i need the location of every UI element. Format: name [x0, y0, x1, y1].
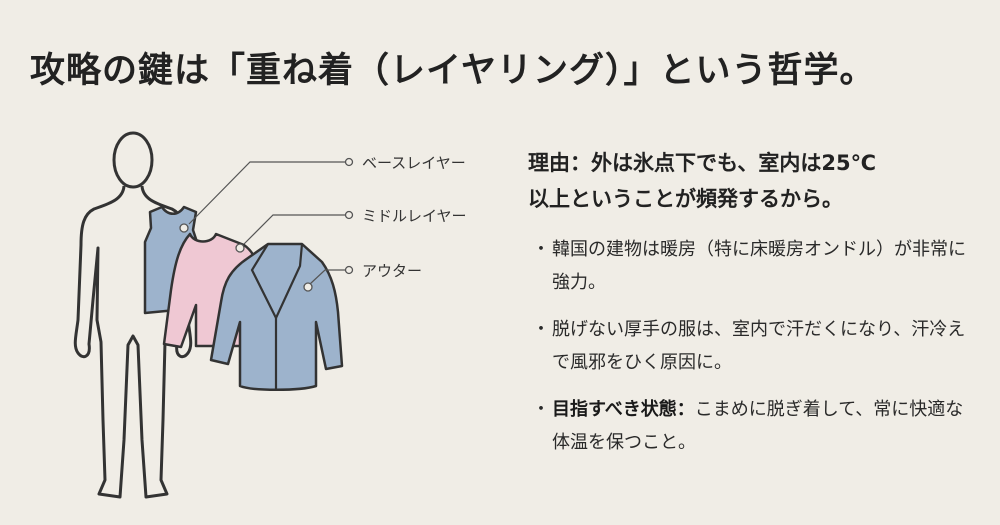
page-title: 攻略の鍵は「重ね着（レイヤリング）」という哲学。: [30, 50, 876, 91]
bullet-text: 韓国の建物は暖房（特に床暖房オンドル）が非常に強力。: [552, 239, 966, 293]
leader-lines: [188, 161, 345, 285]
label-outer: アウター: [362, 262, 423, 280]
label-middle-layer: ミドルレイヤー: [362, 207, 467, 225]
bullet-marker: ・: [532, 399, 550, 420]
bullet-text: 脱げない厚手の服は、室内で汗だくになり、汗冷えで風邪をひく原因に。: [552, 319, 966, 373]
bullet-item: ・脱げない厚手の服は、室内で汗だくになり、汗冷えで風邪をひく原因に。: [530, 313, 970, 379]
reason-heading: 理由：外は氷点下でも、室内は25℃ 以上ということが頻発するから。: [528, 145, 978, 217]
reason-line-1: 理由：外は氷点下でも、室内は25℃: [528, 151, 877, 175]
reason-line-2: 以上ということが頻発するから。: [528, 187, 843, 211]
label-anchor-icons: [179, 157, 354, 292]
bullet-marker: ・: [532, 319, 550, 340]
bullet-text: こまめに脱ぎ着して、常に快適な体温を保つこと。: [552, 399, 964, 453]
bullet-bold-lead: 目指すべき状態：: [552, 399, 695, 420]
label-base-layer: ベースレイヤー: [362, 154, 466, 172]
coat-lapels: [250, 243, 304, 389]
bullet-item: ・目指すべき状態：こまめに脱ぎ着して、常に快適な体温を保つこと。: [530, 393, 970, 459]
bullet-marker: ・: [532, 239, 550, 260]
reason-bullet-list: ・韓国の建物は暖房（特に床暖房オンドル）が非常に強力。 ・脱げない厚手の服は、室…: [530, 233, 970, 473]
bullet-item: ・韓国の建物は暖房（特に床暖房オンドル）が非常に強力。: [530, 233, 970, 299]
